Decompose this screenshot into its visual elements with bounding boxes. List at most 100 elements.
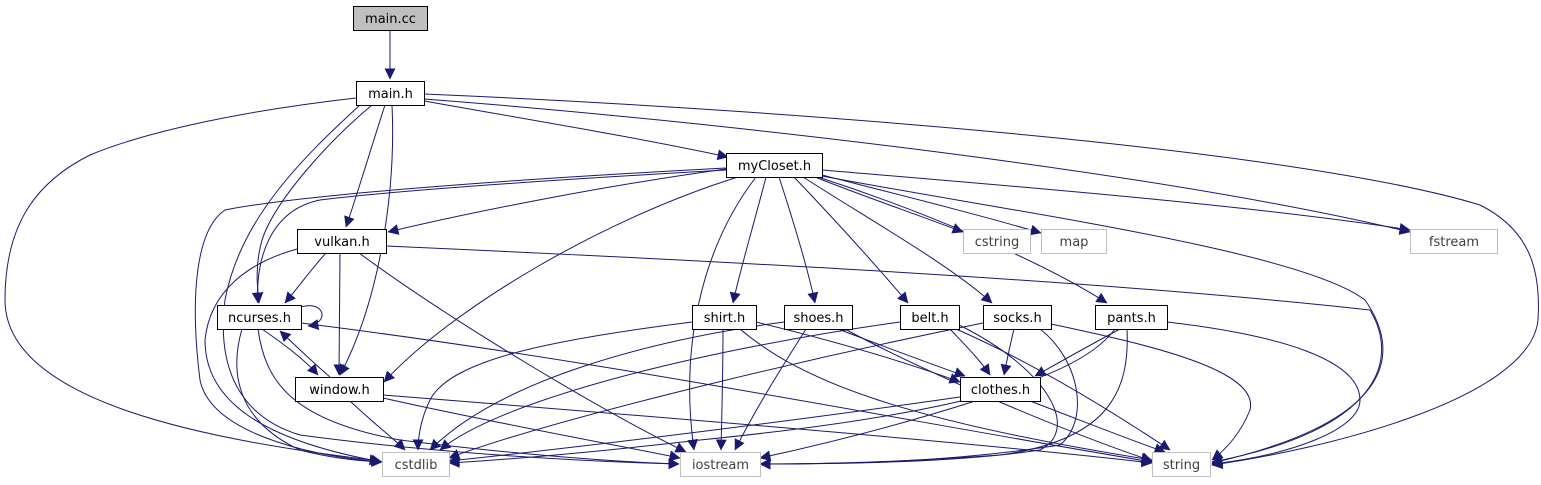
edge-mycloset-h-to-cstdlib xyxy=(194,167,727,467)
node-belt-h[interactable]: belt.h xyxy=(900,305,960,330)
edge-socks-h-to-string xyxy=(1050,323,1251,461)
node-box xyxy=(960,377,1041,402)
edge-belt-h-to-string xyxy=(955,328,1171,451)
node-label: ncurses.h xyxy=(228,311,291,326)
edge-main-h-to-mycloset-h xyxy=(423,100,729,161)
edge-window-h-to-iostream xyxy=(382,397,681,462)
edge-shoes-h-to-clothes-h xyxy=(837,328,966,378)
node-box xyxy=(356,81,425,106)
edge-arrow xyxy=(759,400,976,462)
edge-arrow xyxy=(448,396,961,466)
edge-shirt-h-to-clothes-h xyxy=(755,321,961,384)
node-box xyxy=(217,305,302,330)
node-vulkan-h[interactable]: vulkan.h xyxy=(297,229,387,254)
edge-arrow xyxy=(279,330,331,378)
edge-shirt-h-to-cstdlib xyxy=(412,321,693,451)
node-label: window.h xyxy=(309,383,370,398)
edge-main-h-to-iostream xyxy=(222,104,680,470)
node-box xyxy=(692,305,757,330)
node-box xyxy=(1041,229,1107,254)
edge-arrow xyxy=(382,397,681,462)
edge-arrow xyxy=(4,97,381,466)
edge-arrow xyxy=(358,252,687,453)
edge-arrow xyxy=(955,328,1171,451)
node-label: main.cc xyxy=(365,12,416,27)
edge-arrow xyxy=(344,104,386,228)
node-label: socks.h xyxy=(993,311,1042,326)
edge-clothes-h-to-string xyxy=(1029,400,1166,454)
edge-mycloset-h-to-window-h xyxy=(383,176,739,383)
edge-mycloset-h-to-cstring xyxy=(814,176,964,234)
edge-vulkan-h-to-string xyxy=(385,245,1383,466)
edge-arrow xyxy=(1050,323,1251,461)
node-shirt-h[interactable]: shirt.h xyxy=(692,305,757,330)
edge-arrow xyxy=(194,167,727,467)
node-pants-h[interactable]: pants.h xyxy=(1095,305,1168,330)
edge-arrow xyxy=(759,328,1128,470)
edge-shirt-h-to-iostream xyxy=(715,328,727,451)
node-label: fstream xyxy=(1429,235,1479,250)
node-main-h[interactable]: main.h xyxy=(356,81,425,106)
edge-mycloset-h-to-shirt-h xyxy=(729,176,767,304)
edge-arrow xyxy=(802,176,993,304)
edge-clothes-h-to-iostream xyxy=(759,400,976,462)
node-socks-h[interactable]: socks.h xyxy=(983,305,1052,330)
edge-ncurses-h-to-cstdlib xyxy=(236,328,383,468)
edge-arrow xyxy=(739,328,1153,464)
edge-arrow xyxy=(429,321,785,451)
node-iostream: iostream xyxy=(680,452,761,477)
edge-socks-h-to-clothes-h xyxy=(1000,328,1015,376)
edge-arrow xyxy=(222,104,680,470)
node-box xyxy=(382,452,450,477)
edge-arrow xyxy=(439,321,901,451)
node-string: string xyxy=(1152,452,1211,477)
edge-arrow xyxy=(333,252,345,376)
edge-arrow xyxy=(821,174,1042,236)
edge-arrow xyxy=(251,169,727,304)
edge-arrow xyxy=(448,328,1116,468)
edge-vulkan-h-to-cstdlib xyxy=(204,248,383,466)
edge-arrow xyxy=(715,328,727,451)
edge-arrow xyxy=(448,322,984,460)
node-box xyxy=(963,229,1031,254)
node-ncurses-h[interactable]: ncurses.h xyxy=(217,305,302,330)
node-label: clothes.h xyxy=(971,383,1030,398)
edge-arrow xyxy=(1029,400,1166,454)
edge-arrow xyxy=(423,98,1411,235)
edge-socks-h-to-cstdlib xyxy=(448,322,984,460)
edge-arrow xyxy=(382,394,1153,468)
node-label: pants.h xyxy=(1107,311,1156,326)
node-map: map xyxy=(1041,229,1107,254)
edges-layer xyxy=(4,30,1539,470)
edge-ncurses-h-to-string xyxy=(300,322,1153,466)
edge-arrow xyxy=(204,248,383,466)
edge-arrow xyxy=(423,93,1539,470)
node-box xyxy=(1095,305,1168,330)
edge-belt-h-to-clothes-h xyxy=(949,328,991,376)
node-box xyxy=(784,305,853,330)
edge-mycloset-h-to-iostream xyxy=(687,176,757,451)
node-clothes-h[interactable]: clothes.h xyxy=(960,377,1041,402)
node-mycloset-h[interactable]: myCloset.h xyxy=(726,153,823,178)
edge-main-h-to-fstream xyxy=(423,98,1411,235)
node-label: map xyxy=(1060,235,1089,250)
node-box xyxy=(1152,452,1211,477)
edge-shoes-h-to-iostream xyxy=(734,328,807,451)
edge-arrow xyxy=(814,176,964,234)
edge-mycloset-h-to-fstream xyxy=(821,169,1411,234)
edge-mycloset-h-to-socks-h xyxy=(802,176,993,304)
edge-arrow xyxy=(383,176,739,383)
edge-arrow xyxy=(252,104,373,304)
edge-pants-h-to-string xyxy=(1166,321,1361,469)
node-box xyxy=(297,229,387,254)
edge-arrow xyxy=(734,328,807,451)
edge-arrow xyxy=(755,321,961,384)
edge-arrow xyxy=(793,176,909,304)
node-box xyxy=(295,377,384,402)
node-shoes-h[interactable]: shoes.h xyxy=(784,305,853,330)
edge-vulkan-h-to-iostream xyxy=(358,252,687,453)
node-window-h[interactable]: window.h xyxy=(295,377,384,402)
edge-ncurses-h-to-window-h xyxy=(261,328,319,376)
node-label: vulkan.h xyxy=(314,235,369,250)
edge-mycloset-h-to-string xyxy=(821,175,1384,467)
